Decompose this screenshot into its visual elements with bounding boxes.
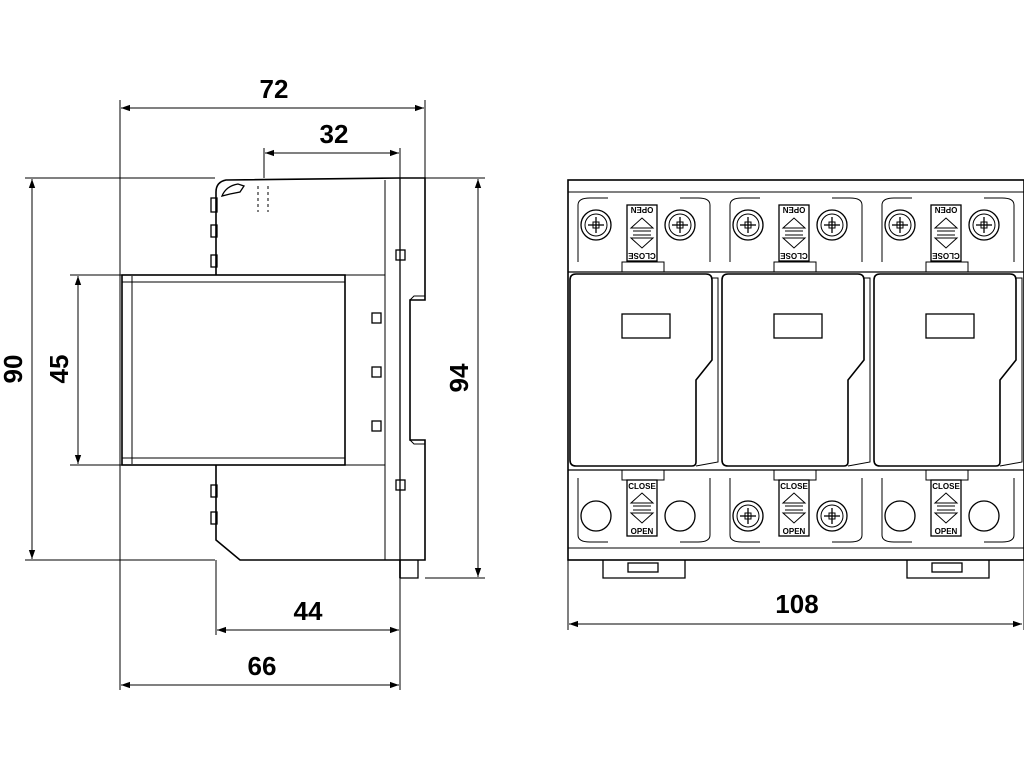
- cartridge-3: [873, 273, 1017, 467]
- top-screw-right-3: [968, 209, 1000, 241]
- front-din-clips: [602, 560, 990, 579]
- side-clip-top-3: [210, 254, 218, 268]
- side-square-1: [395, 249, 406, 261]
- dim-45: 45: [44, 355, 74, 384]
- side-din-foot: [399, 560, 419, 579]
- dim-66: 66: [248, 651, 277, 681]
- status-window-2: [773, 313, 823, 339]
- front-module-2: OPEN CLOSE OPEN CLOSE: [721, 197, 871, 543]
- bottom-hole-left-1: [580, 500, 612, 532]
- top-lever-1: OPEN CLOSE: [626, 204, 658, 262]
- side-clip-bottom-1: [210, 484, 218, 498]
- dim-94: 94: [444, 363, 474, 392]
- bottom-lever-1: OPEN CLOSE: [626, 479, 658, 537]
- lever-label-open: OPEN: [630, 205, 653, 214]
- cartridge-2: [721, 273, 865, 467]
- front-module-3: OPEN CLOSE OPEN CLOSE: [873, 197, 1023, 543]
- lever-label-close: CLOSE: [628, 251, 656, 260]
- side-housing: [215, 177, 426, 578]
- status-window-3: [925, 313, 975, 339]
- lever-label-open: OPEN: [783, 527, 806, 536]
- side-clip-top-1: [210, 197, 218, 213]
- lever-label-close: CLOSE: [932, 482, 960, 491]
- bottom-hole-right-1: [664, 500, 696, 532]
- side-square-3: [371, 366, 382, 378]
- lever-label-close: CLOSE: [780, 251, 808, 260]
- lever-label-open: OPEN: [934, 205, 957, 214]
- top-lever-2: OPEN CLOSE: [778, 204, 810, 262]
- top-screw-left-2: [732, 209, 764, 241]
- top-lever-3: OPEN CLOSE: [930, 204, 962, 262]
- front-view: 108 OPEN CLOSE OPEN CLOSE OPEN CLOSE OPEN CLOSE…: [567, 179, 1024, 630]
- side-front-module: [121, 274, 346, 466]
- side-clip-bottom-2: [210, 511, 218, 525]
- bottom-screw-right-2: [816, 500, 848, 532]
- side-view: 72 32 90 45 94 44 66: [0, 74, 485, 690]
- front-housing: [567, 179, 1024, 561]
- lever-label-open: OPEN: [935, 527, 958, 536]
- side-top-latch: [220, 183, 246, 197]
- dim-44: 44: [294, 596, 323, 626]
- lever-label-close: CLOSE: [628, 482, 656, 491]
- bottom-hole-right-3: [968, 500, 1000, 532]
- side-square-2: [371, 312, 382, 324]
- dim-90: 90: [0, 355, 28, 384]
- top-screw-left-3: [884, 209, 916, 241]
- lever-label-close: CLOSE: [780, 482, 808, 491]
- bottom-lever-3: OPEN CLOSE: [930, 479, 962, 537]
- dim-32: 32: [320, 119, 349, 149]
- side-clip-top-2: [210, 224, 218, 238]
- bottom-hole-left-3: [884, 500, 916, 532]
- side-body: [121, 177, 426, 579]
- status-window-1: [621, 313, 671, 339]
- side-square-5: [395, 479, 406, 491]
- bottom-lever-2: OPEN CLOSE: [778, 479, 810, 537]
- top-screw-right-2: [816, 209, 848, 241]
- side-dimension-lines: [28, 104, 482, 689]
- cartridge-1: [569, 273, 713, 467]
- lever-label-open: OPEN: [631, 527, 654, 536]
- dim-108: 108: [775, 589, 818, 619]
- top-screw-right-1: [664, 209, 696, 241]
- top-screw-left-1: [580, 209, 612, 241]
- side-extension-lines: [25, 100, 485, 690]
- front-module-1: OPEN CLOSE OPEN CLOSE: [569, 197, 719, 543]
- dim-72: 72: [260, 74, 289, 104]
- bottom-screw-left-2: [732, 500, 764, 532]
- lever-label-open: OPEN: [782, 205, 805, 214]
- side-square-4: [371, 420, 382, 432]
- lever-label-close: CLOSE: [932, 251, 960, 260]
- front-modules: OPENCLOSEOPENCLOSEOPENCLOSEOPENCLOSEOPEN…: [569, 197, 1023, 543]
